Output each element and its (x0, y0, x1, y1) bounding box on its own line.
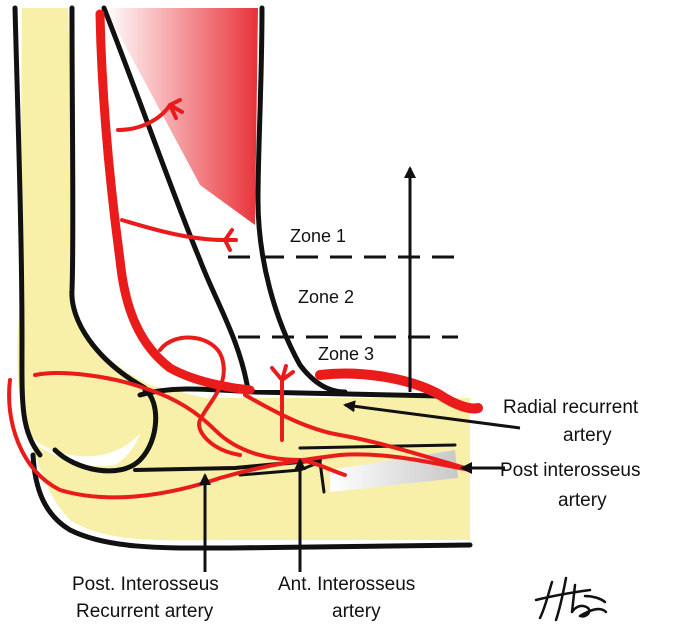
post-interosseus-recurrent-label-line2: Recurrent artery (76, 601, 214, 622)
ulna-outline-bottom (30, 452, 473, 551)
artist-signature (534, 576, 608, 622)
artery-branch-1 (116, 98, 184, 132)
ulna-outline-top (298, 443, 457, 450)
humerus-outline-inner (69, 5, 148, 391)
humerus-fossa (90, 8, 250, 393)
humerus-outline-left (12, 5, 43, 458)
brachial-artery (95, 9, 255, 395)
brachioradialis-muscle (105, 8, 258, 225)
epicondyle-outline (52, 387, 159, 474)
post-interosseus-recurrent-artery (7, 378, 472, 500)
post-interosseus-artery (243, 393, 467, 470)
radial-recurrent-pointer (343, 400, 521, 430)
zone-2-label: Zone 2 (298, 287, 354, 307)
muscle-outline-right (255, 5, 348, 395)
collateral-artery-arc (33, 371, 347, 477)
post-interosseus-recurrent-label-line1: Post. Interosseus (72, 574, 219, 595)
zone-3-label: Zone 3 (318, 344, 374, 364)
radial-recurrent-label-line1: Radial recurrent (503, 397, 639, 418)
ant-interosseus-label-line2: artery (332, 601, 381, 622)
humerus-bone (17, 8, 216, 457)
artery-branch-2 (120, 218, 238, 252)
muscle-outline-left (101, 5, 251, 393)
zone-1-label: Zone 1 (290, 226, 346, 246)
post-interosseus-label-line2: artery (558, 490, 607, 511)
ant-interosseus-label-line1: Ant. Interosseus (278, 574, 415, 595)
artery-fork-zone3 (270, 364, 295, 442)
radial-head-bone (150, 398, 440, 478)
artery-loop (158, 335, 242, 457)
radial-recurrent-artery (315, 368, 483, 414)
radial-recurrent-label-line2: artery (563, 425, 612, 446)
radius-tip-outline (238, 459, 326, 494)
post-interosseus-label-line1: Post interosseus (500, 460, 640, 481)
